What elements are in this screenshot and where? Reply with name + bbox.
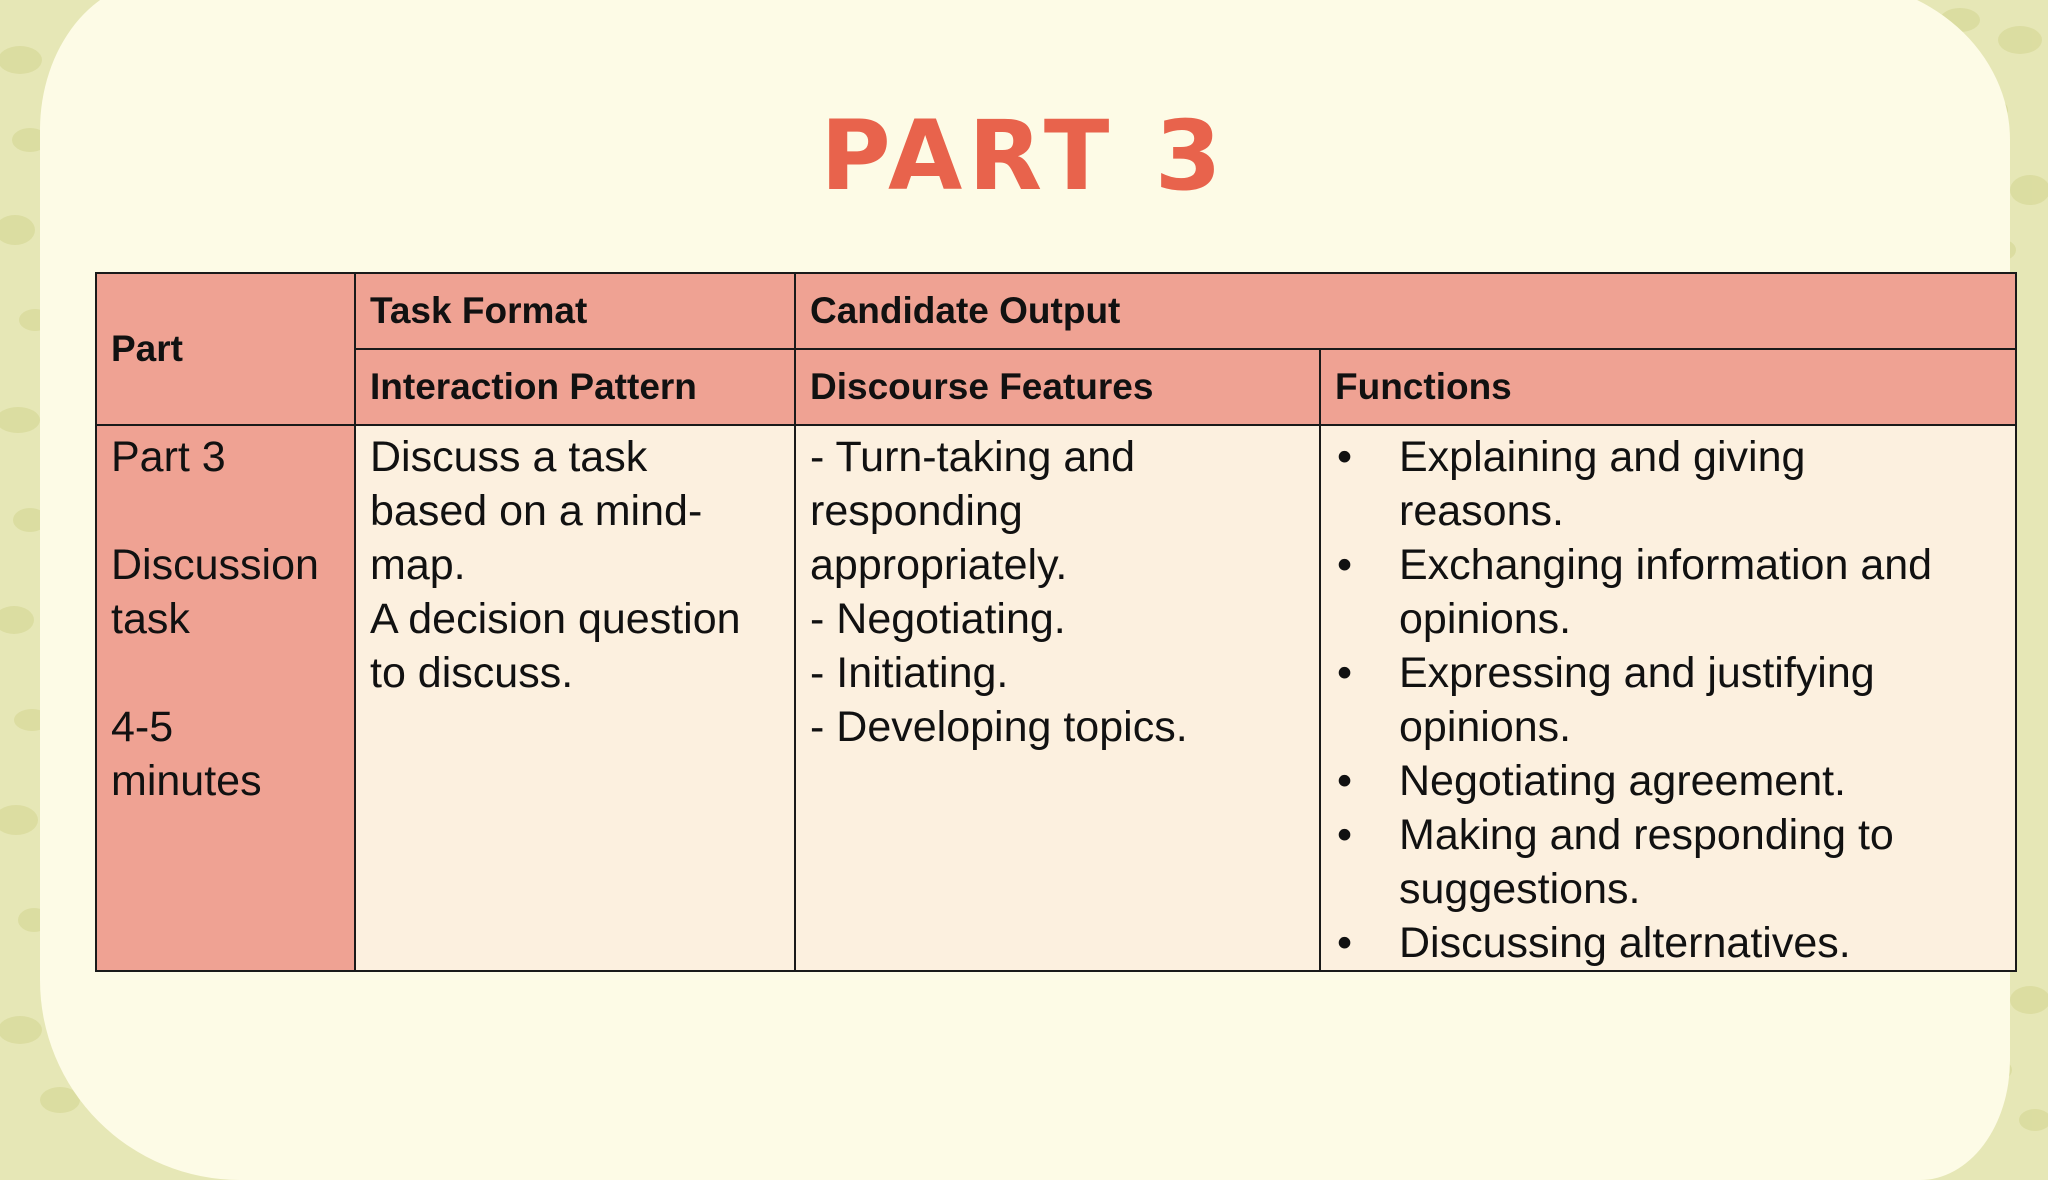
header-interaction-pattern: Interaction Pattern (354, 348, 796, 426)
interaction-line: A decision question (370, 595, 741, 643)
function-line: opinions. (1399, 703, 1572, 751)
function-line: Exchanging information and (1399, 541, 1933, 589)
function-line: Expressing and justifying (1399, 649, 1875, 697)
function-line: suggestions. (1399, 865, 1641, 913)
header-task-format: Task Format (354, 272, 796, 350)
part-line: Discussion (111, 541, 319, 589)
part-line: 4-5 (111, 703, 174, 751)
list-item: • Exchanging information and opinions. (1335, 538, 2001, 646)
discourse-line: - Turn-taking and (810, 433, 1136, 481)
header-part: Part (95, 272, 356, 426)
discourse-lines: - Turn-taking and responding appropriately… (810, 430, 1305, 754)
discourse-line: - Developing topics. (810, 703, 1188, 751)
interaction-line: based on a mind- (370, 487, 703, 535)
interaction-lines: Discuss a task based on a mind-map. A deci… (370, 430, 780, 700)
interaction-line: Discuss a task (370, 433, 648, 481)
list-item: • Discussing alternatives. (1335, 916, 2001, 970)
part-cell: Part 3 Discussion task 4-5 minutes (95, 424, 356, 972)
part-lines: Part 3 Discussion task 4-5 minutes (111, 430, 340, 808)
interaction-line: map. (370, 541, 466, 589)
table-row: Part 3 Discussion task 4-5 minutes Discuss a… (95, 424, 2017, 972)
header-row-1: Part Task Format Candidate Output (95, 272, 2017, 426)
function-line: reasons. (1399, 487, 1564, 535)
discourse-line: - Initiating. (810, 649, 1009, 697)
list-item: • Negotiating agreement. (1335, 754, 2001, 808)
part-line (111, 646, 340, 700)
interaction-cell: Discuss a task based on a mind-map. A deci… (354, 424, 796, 972)
discourse-line: responding (810, 487, 1023, 535)
function-line: Negotiating agreement. (1399, 757, 1847, 805)
interaction-line: to discuss. (370, 649, 574, 697)
exam-spec-table: Part Task Format Candidate Output Intera… (95, 272, 2017, 972)
part-line: task (111, 595, 190, 643)
list-item: • Explaining and giving reasons. (1335, 430, 2001, 538)
function-line: Making and responding to (1399, 811, 1894, 859)
functions-cell: • Explaining and giving reasons. • Exchangin… (1319, 424, 2017, 972)
part-line (111, 484, 340, 538)
bullet-icon: • (1337, 757, 1353, 805)
header-candidate-output: Candidate Output (794, 272, 2017, 350)
list-item: • Making and responding to suggestions. (1335, 808, 2001, 916)
function-line: Discussing alternatives. (1399, 919, 1851, 967)
functions-list: • Explaining and giving reasons. • Exchangin… (1335, 430, 2001, 970)
page-title: PART 3 (820, 100, 1228, 212)
header-row-2: Interaction Pattern Discourse Features F… (96, 348, 2017, 426)
function-line: opinions. (1399, 595, 1572, 643)
bullet-icon: • (1337, 541, 1353, 589)
function-line: Explaining and giving (1399, 433, 1806, 481)
part-line: Part 3 (111, 433, 226, 481)
bullet-icon: • (1337, 649, 1353, 697)
discourse-line: - Negotiating. (810, 595, 1066, 643)
discourse-line: appropriately. (810, 541, 1068, 589)
bullet-icon: • (1337, 811, 1353, 859)
bullet-icon: • (1337, 919, 1353, 967)
bullet-icon: • (1337, 433, 1353, 481)
list-item: • Expressing and justifying opinions. (1335, 646, 2001, 754)
discourse-cell: - Turn-taking and responding appropriately… (794, 424, 1321, 972)
part-line: minutes (111, 757, 262, 805)
header-functions: Functions (1319, 348, 2017, 426)
header-discourse-features: Discourse Features (794, 348, 1321, 426)
